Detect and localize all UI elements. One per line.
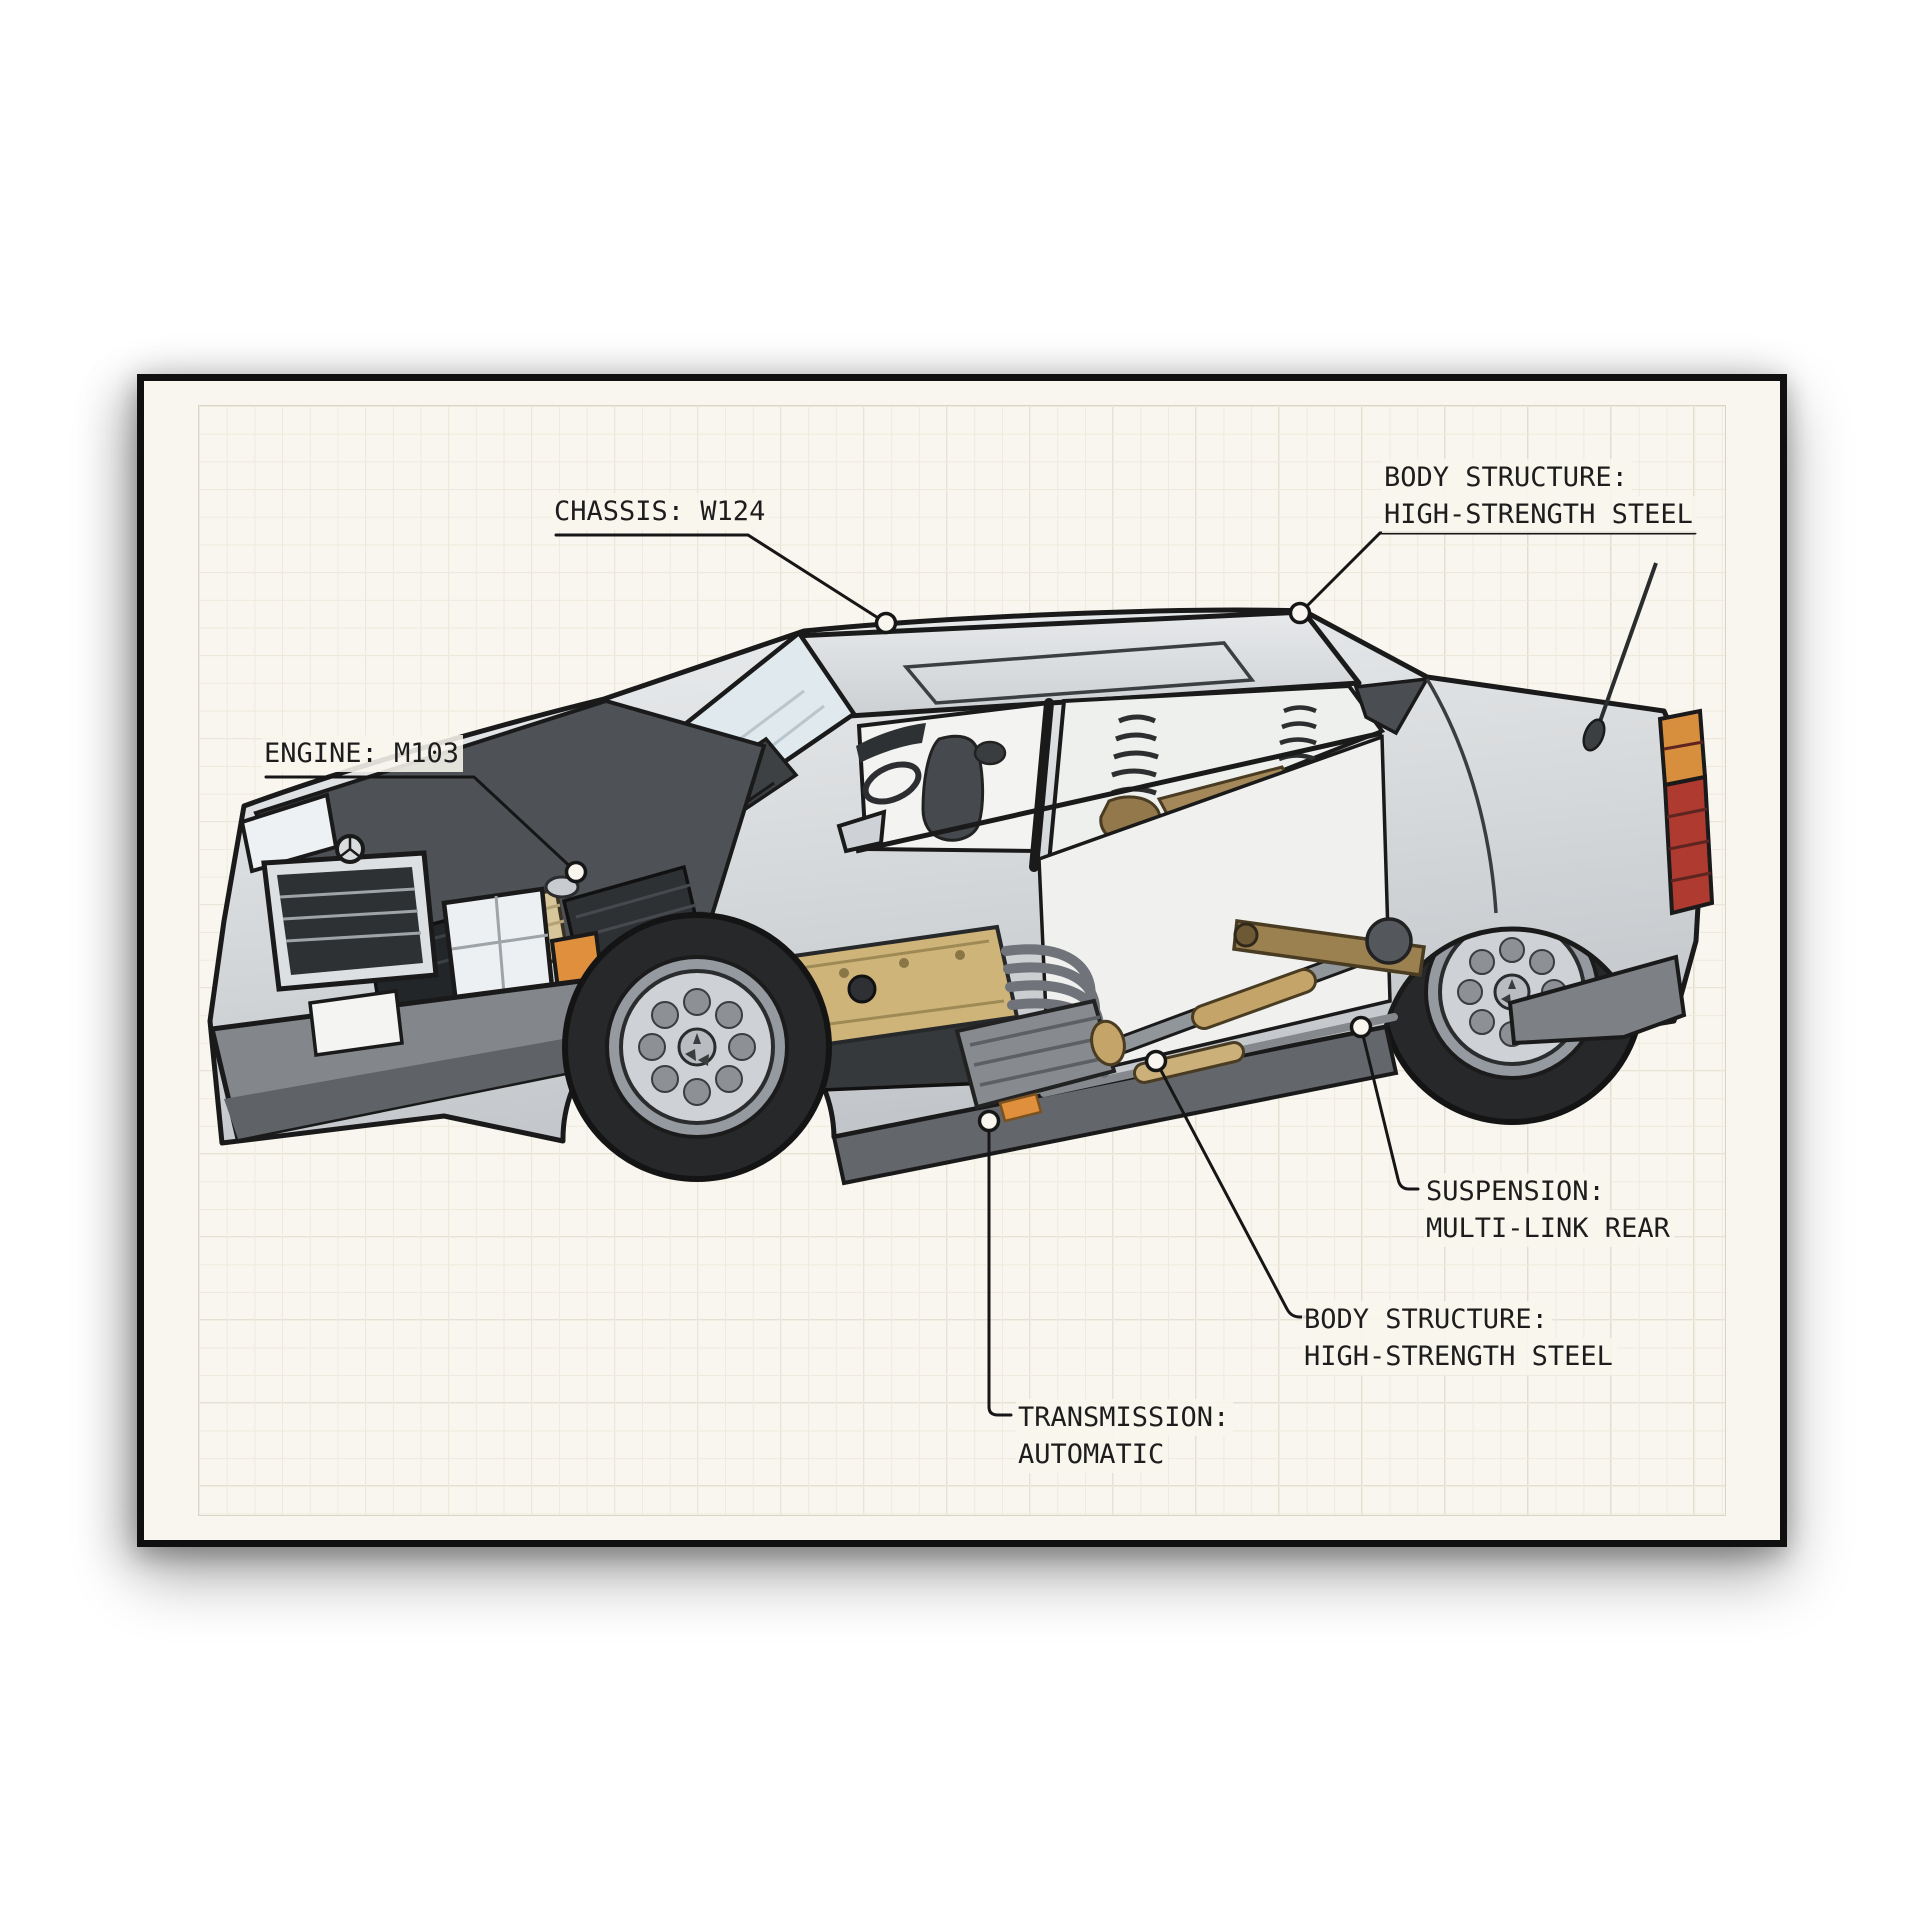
- body-structure-bottom-leader-line: [1154, 1059, 1309, 1319]
- drivetrain-cutaway: [1037, 734, 1426, 1097]
- steering-wheel: [862, 761, 922, 805]
- transmission-endpoint-dot: [977, 1109, 1001, 1133]
- suspension-line1: SUSPENSION:: [1424, 1173, 1609, 1210]
- antenna-base: [1582, 718, 1606, 752]
- body-structure-top-line1: BODY STRUCTURE:: [1382, 459, 1632, 496]
- b-pillar: [1029, 698, 1054, 872]
- front-interior-cutaway: [856, 700, 1052, 854]
- suspension-endpoint-dot: [1349, 1015, 1373, 1039]
- reservoir-cap: [544, 875, 580, 899]
- taillight: [1657, 708, 1715, 916]
- engine-endpoint-dot: [564, 860, 588, 884]
- body-structure-top-leader-line: [1298, 531, 1697, 615]
- bumper-lip: [224, 1031, 614, 1139]
- body-structure-top-line2: HIGH-STRENGTH STEEL: [1382, 496, 1697, 533]
- side-mirror: [836, 809, 887, 854]
- suspension-label: SUSPENSION: MULTI-LINK REAR: [1424, 1173, 1674, 1247]
- coil-spring-left: [1111, 714, 1159, 796]
- engine-label: ENGINE: M103: [262, 735, 464, 772]
- sunroof-outline: [902, 641, 1256, 705]
- antenna: [1595, 562, 1658, 731]
- license-plate: [308, 989, 404, 1057]
- body-structure-bottom-line2: HIGH-STRENGTH STEEL: [1302, 1338, 1617, 1375]
- body-structure-bottom-endpoint-dot: [1144, 1049, 1168, 1073]
- grille: [277, 867, 423, 975]
- chassis-label: CHASSIS: W124: [552, 493, 770, 530]
- front-wheel: [562, 912, 832, 1182]
- suspension-line2: MULTI-LINK REAR: [1424, 1210, 1674, 1247]
- framed-poster: CHASSIS: W124 BODY STRUCTURE: HIGH-STREN…: [137, 374, 1787, 1547]
- chassis-label-text: CHASSIS: W124: [552, 493, 770, 530]
- side-marker: [998, 1092, 1043, 1123]
- rear-window: [1353, 676, 1431, 736]
- transmission-line2: AUTOMATIC: [1016, 1436, 1169, 1473]
- body-structure-top-label: BODY STRUCTURE: HIGH-STRENGTH STEEL: [1382, 459, 1697, 533]
- transmission-leader-line: [987, 1119, 1013, 1417]
- oil-cap: [847, 974, 877, 1004]
- suspension-leader-line: [1359, 1025, 1420, 1191]
- front-rim-star-icon: [685, 1033, 709, 1066]
- rear-bumper: [1507, 954, 1687, 1046]
- driveshaft-coupling: [1194, 971, 1314, 1027]
- rear-rim-star-icon: [1501, 979, 1523, 1010]
- engine-leader-line: [264, 775, 578, 874]
- body-structure-bottom-label: BODY STRUCTURE: HIGH-STRENGTH STEEL: [1302, 1301, 1617, 1375]
- chassis-endpoint-dot: [874, 611, 898, 635]
- engine-label-text: ENGINE: M103: [262, 735, 464, 772]
- beltline: [855, 730, 1383, 854]
- coil-spring-right: [1278, 705, 1317, 762]
- dashboard: [856, 723, 926, 763]
- front-fascia: [208, 792, 617, 1142]
- transmission-unit: [954, 998, 1126, 1110]
- body-structure-top-endpoint-dot: [1288, 601, 1312, 625]
- body-structure-bottom-line1: BODY STRUCTURE:: [1302, 1301, 1552, 1338]
- headrest: [973, 740, 1007, 766]
- car-cutaway-illustration: [207, 531, 1715, 1417]
- arm-bushing: [1233, 922, 1259, 948]
- trunk-shutline: [1425, 678, 1498, 914]
- transmission-tailcone: [1090, 1019, 1126, 1067]
- transmission-label: TRANSMISSION: AUTOMATIC: [1016, 1399, 1234, 1473]
- chassis-leader-line: [554, 533, 888, 625]
- transmission-line1: TRANSMISSION:: [1016, 1399, 1234, 1436]
- differential: [1365, 917, 1413, 965]
